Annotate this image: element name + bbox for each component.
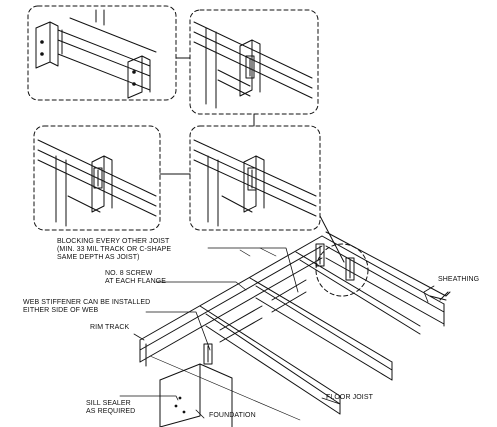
callout-leaders xyxy=(119,247,435,419)
floor-joist-callout: FLOOR JOIST xyxy=(326,394,373,401)
foundation-callout: FOUNDATION xyxy=(209,412,256,419)
blocking-callout: BLOCKING EVERY OTHER JOIST (MIN. 33 MIL … xyxy=(57,238,172,261)
rim-track-callout: RIM TRACK xyxy=(90,324,130,331)
foundation-leader xyxy=(195,409,205,419)
screw-callout: NO. 8 SCREW AT EACH FLANGE xyxy=(105,270,167,285)
floor-joist-leader xyxy=(321,397,341,405)
web-stiffener-callout: WEB STIFFENER CAN BE INSTALLED EITHER SI… xyxy=(23,299,151,314)
screw-leader xyxy=(155,281,247,291)
detail-bubble-2 xyxy=(189,9,319,115)
detail-bubble-1 xyxy=(27,5,177,101)
sheathing-callout: SHEATHING xyxy=(438,276,480,283)
detail-bubble-3 xyxy=(33,125,161,231)
web-stiffener-leader xyxy=(145,311,211,351)
rim-track-leader xyxy=(133,333,145,341)
sill-sealer-callout: SILL SEALER AS REQUIRED xyxy=(86,400,136,415)
sill-sealer-leader xyxy=(119,395,179,401)
blocking-leader xyxy=(207,247,299,293)
detail-bubble-4 xyxy=(189,125,321,231)
sheathing-leader xyxy=(423,285,435,303)
floor-framing-isometric xyxy=(139,231,451,427)
